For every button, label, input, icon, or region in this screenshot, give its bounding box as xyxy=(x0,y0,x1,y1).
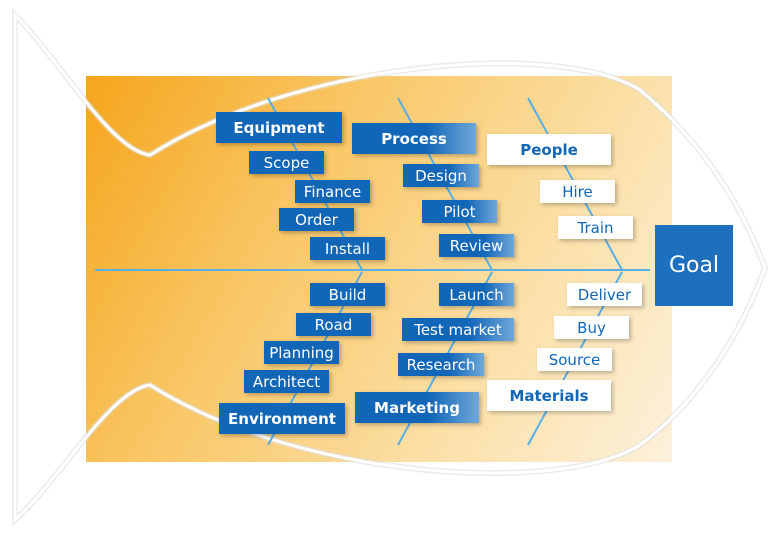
cause-item: Build xyxy=(310,283,385,306)
cause-item: Test market xyxy=(402,318,514,341)
category-process: Process xyxy=(352,123,476,154)
fish-outline xyxy=(13,11,767,524)
category-people: People xyxy=(487,134,611,165)
cause-item: Launch xyxy=(439,283,514,306)
cause-item: Order xyxy=(279,208,354,231)
cause-item: Research xyxy=(398,353,484,376)
category-equipment: Equipment xyxy=(216,112,342,143)
category-marketing: Marketing xyxy=(355,392,479,423)
fish-outline xyxy=(12,7,769,527)
cause-item: Source xyxy=(537,348,612,371)
cause-item: Planning xyxy=(264,341,339,364)
cause-item: Buy xyxy=(554,316,629,339)
cause-item: Finance xyxy=(295,180,370,203)
cause-item: Design xyxy=(403,164,479,187)
cause-item: Road xyxy=(296,313,371,336)
goal-box: Goal xyxy=(655,225,733,306)
cause-item: Install xyxy=(310,237,385,260)
cause-item: Pilot xyxy=(422,200,497,223)
category-environment: Environment xyxy=(219,403,345,434)
cause-item: Train xyxy=(558,216,633,239)
cause-item: Architect xyxy=(244,370,329,393)
cause-item: Review xyxy=(439,234,514,257)
cause-item: Scope xyxy=(249,151,324,174)
category-materials: Materials xyxy=(487,380,611,411)
cause-item: Deliver xyxy=(567,283,642,306)
cause-item: Hire xyxy=(540,180,615,203)
